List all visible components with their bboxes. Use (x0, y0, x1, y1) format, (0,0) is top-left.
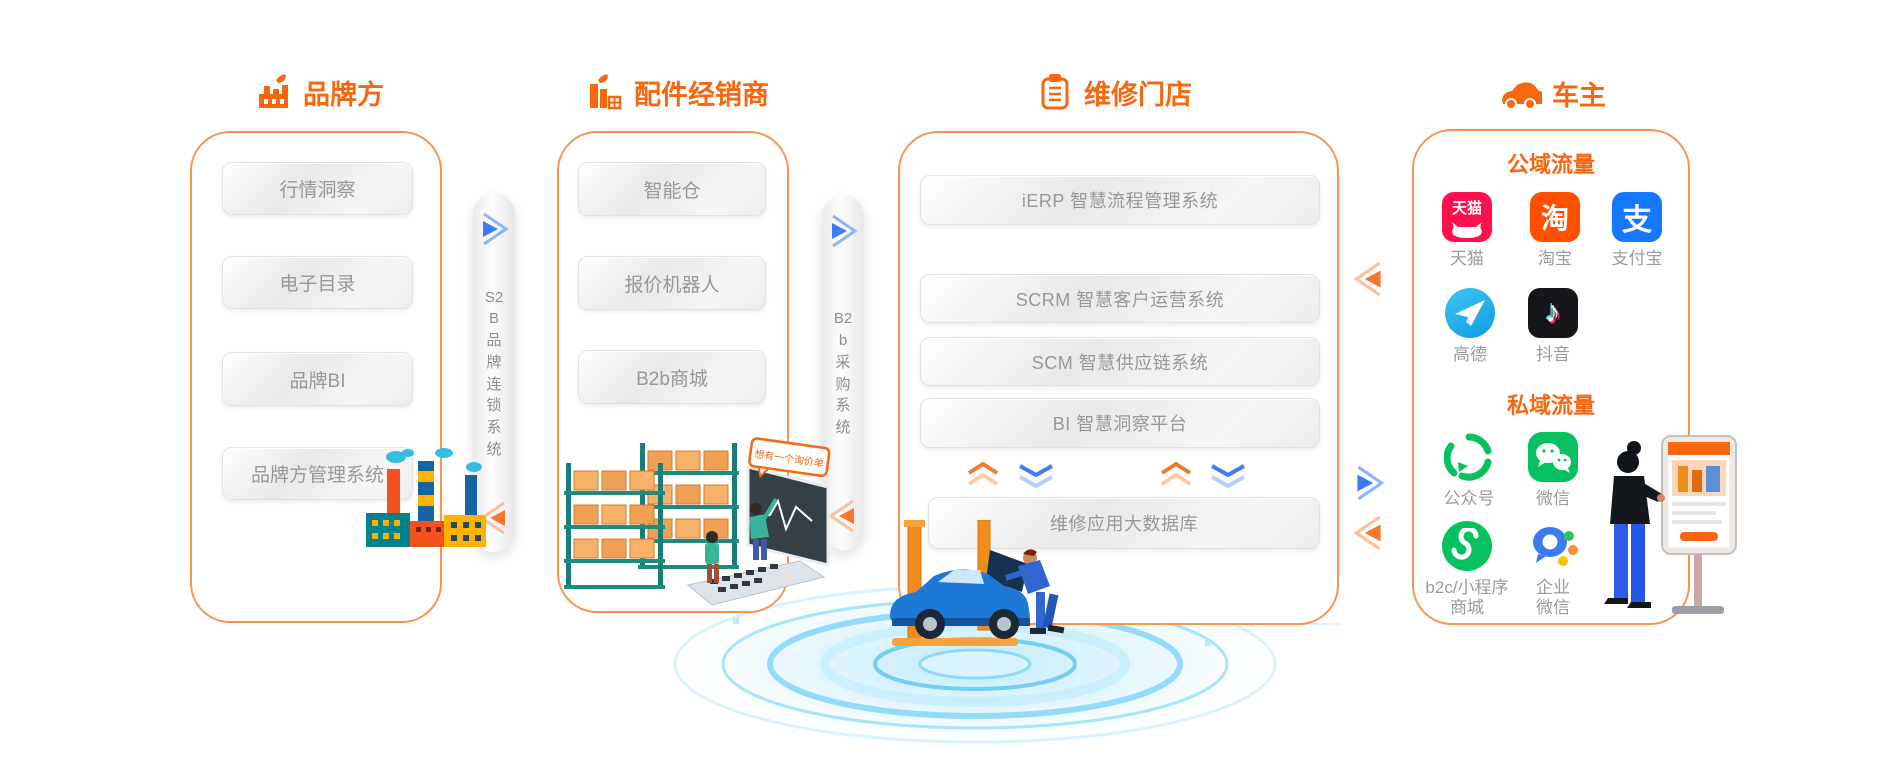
app-alipay[interactable]: 支 支付宝 (1594, 192, 1680, 269)
speech-bubble: 想有一个询价单 (748, 437, 831, 479)
wechat-icon[interactable] (1528, 432, 1578, 482)
app-wecom[interactable]: 企业 微信 (1510, 521, 1596, 617)
warehouse-icon (590, 74, 622, 110)
car-icon (1502, 82, 1542, 110)
chevron-right-icon (1357, 465, 1385, 501)
kiosk-person-illustration (1604, 435, 1737, 614)
b2b-connector-label: B2 b 采 购 系 统 (833, 310, 853, 436)
store-item-ierp[interactable]: iERP 智慧流程管理系统 (920, 175, 1320, 225)
car-repair-illustration (890, 520, 1065, 646)
app-miniprogram[interactable]: b2c/小程序 商城 (1424, 521, 1510, 617)
store-item-big-data[interactable]: 维修应用大数据库 (928, 497, 1320, 549)
chevron-left-icon (1353, 515, 1381, 551)
tmall-icon[interactable]: 天猫 (1442, 192, 1492, 242)
store-item-scrm[interactable]: SCRM 智慧客户运营系统 (920, 274, 1320, 323)
app-douyin[interactable]: ♪ 抖音 (1510, 288, 1596, 365)
brand-item-brand-bi[interactable]: 品牌BI (222, 352, 413, 406)
store-header: 维修门店 (1036, 72, 1192, 112)
private-traffic-label: 私域流量 (1506, 393, 1595, 418)
dealer-header: 配件经销商 (584, 72, 769, 112)
chevron-down-icon (1211, 464, 1245, 488)
s2b-connector-bar: S2 B 品 牌 连 锁 系 统 (473, 193, 515, 552)
store-title: 维修门店 (1084, 79, 1192, 110)
public-traffic-label: 公域流量 (1506, 152, 1595, 177)
s2b-connector-label: S2 B 品 牌 连 锁 系 统 (484, 288, 504, 458)
factory-illustration (366, 448, 486, 547)
wecom-icon[interactable] (1528, 521, 1578, 571)
warehouse-illustration: 想有一个询价单 (564, 437, 831, 606)
dealer-item-b2b-mall[interactable]: B2b商城 (578, 350, 766, 404)
brand-item-market-insight[interactable]: 行情洞察 (222, 162, 413, 215)
official-account-icon[interactable] (1444, 432, 1494, 482)
owner-title: 车主 (1552, 81, 1606, 111)
app-tmall[interactable]: 天猫 天猫 (1424, 192, 1510, 269)
alipay-icon[interactable]: 支 (1612, 192, 1662, 242)
chevron-right-icon (483, 212, 509, 246)
dealer-item-smart-warehouse[interactable]: 智能仓 (578, 162, 766, 216)
chevron-up-icon (1160, 462, 1192, 486)
chat-bubbles-shape (1536, 443, 1571, 473)
clipboard-icon (1041, 74, 1069, 110)
amap-icon[interactable] (1445, 288, 1495, 338)
chevron-up-icon (967, 462, 999, 486)
dealer-title: 配件经销商 (634, 79, 769, 110)
app-taobao[interactable]: 淘 淘宝 (1512, 192, 1598, 269)
douyin-icon[interactable]: ♪ (1528, 288, 1578, 338)
swirl-shape (1444, 433, 1492, 481)
store-item-bi[interactable]: BI 智慧洞察平台 (920, 398, 1320, 448)
dealer-item-quote-robot[interactable]: 报价机器人 (578, 256, 766, 310)
brand-item-e-catalog[interactable]: 电子目录 (222, 256, 413, 309)
s-curve-shape (1451, 528, 1479, 560)
brand-item-management-system[interactable]: 品牌方管理系统 (222, 447, 413, 500)
chevron-left-icon (828, 499, 854, 533)
paper-plane-shape (1455, 300, 1485, 326)
brand-header: 品牌方 (253, 72, 384, 112)
app-wechat[interactable]: 微信 (1510, 432, 1596, 509)
shelf-rack (564, 463, 665, 589)
factory-icon (259, 74, 288, 108)
cat-head-shape (1452, 222, 1482, 238)
app-amap[interactable]: 高德 (1427, 288, 1513, 365)
owner-header: 车主 (1498, 74, 1606, 113)
app-official-account[interactable]: 公众号 (1426, 432, 1512, 509)
taobao-icon[interactable]: 淘 (1530, 192, 1580, 242)
brand-title: 品牌方 (303, 79, 384, 110)
chevron-down-icon (1019, 464, 1053, 488)
chevron-right-icon (832, 214, 858, 248)
chevron-left-icon (1353, 261, 1381, 297)
miniprogram-icon[interactable] (1442, 521, 1492, 571)
wecom-bubble-shape (1533, 527, 1578, 566)
store-item-scm[interactable]: SCM 智慧供应链系统 (920, 337, 1320, 386)
